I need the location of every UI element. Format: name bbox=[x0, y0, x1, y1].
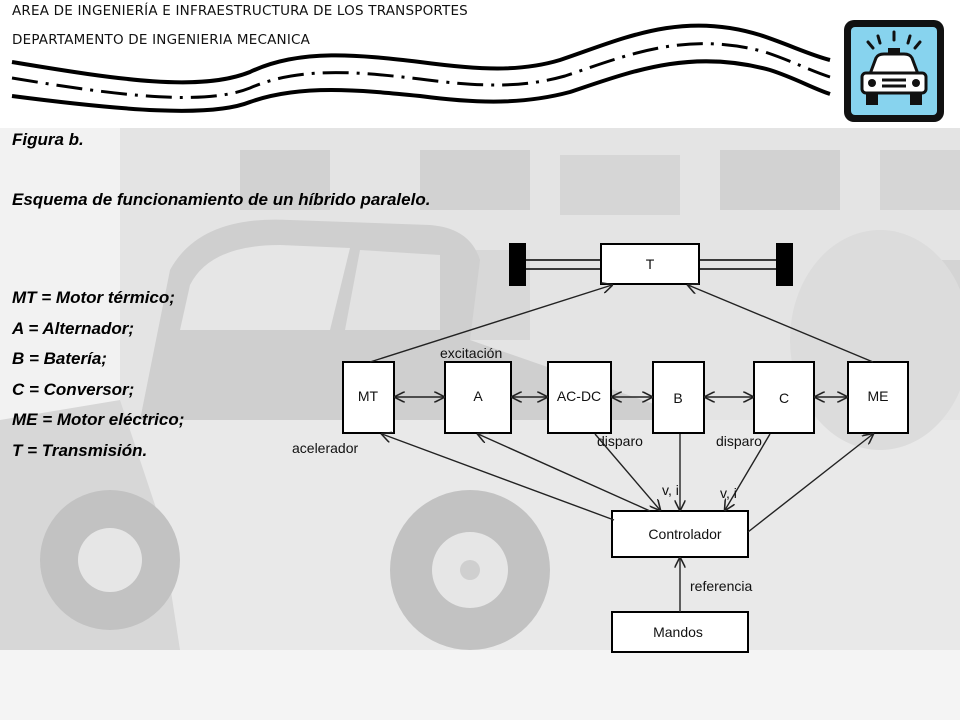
block-a bbox=[444, 361, 512, 434]
arrow-controller-mt bbox=[382, 434, 615, 521]
label-referencia: referencia bbox=[690, 578, 752, 594]
arrow-mt-transmission bbox=[369, 285, 612, 363]
road-center-dash bbox=[11, 42, 831, 99]
arrow-controller-a bbox=[478, 434, 651, 512]
car-icon bbox=[844, 20, 944, 122]
arrow-c-controller bbox=[725, 433, 771, 510]
legend-list: MT = Motor térmico; A = Alternador; B = … bbox=[12, 283, 184, 466]
label-vi-2: v, i bbox=[720, 485, 737, 501]
header-band bbox=[0, 0, 960, 128]
legend-item-mt: MT = Motor térmico; bbox=[12, 288, 175, 307]
block-controller bbox=[611, 510, 749, 558]
label-excitacion: excitación bbox=[440, 345, 502, 361]
legend-item-a: A = Alternador; bbox=[12, 318, 135, 338]
legend-item-me: ME = Motor eléctrico; bbox=[12, 410, 185, 429]
figure-label: Figura b. bbox=[12, 130, 84, 149]
legend-item-t: T = Transmisión. bbox=[12, 440, 148, 460]
arrow-controller-me bbox=[747, 434, 873, 533]
arrow-acdc-controller bbox=[594, 433, 660, 510]
label-disparo-c: disparo bbox=[716, 433, 762, 449]
label-c: C bbox=[779, 390, 789, 406]
label-mt: MT bbox=[358, 388, 379, 404]
block-mt bbox=[342, 361, 395, 434]
legend-item-c: C = Conversor; bbox=[12, 379, 135, 399]
road-edge-bottom bbox=[11, 59, 831, 113]
label-transmission: T bbox=[646, 256, 655, 272]
label-b: B bbox=[673, 390, 682, 406]
header-department-area: AREA DE INGENIERÍA E INFRAESTRUCTURA DE … bbox=[12, 3, 468, 19]
label-disparo-acdc: disparo bbox=[597, 433, 643, 449]
label-me: ME bbox=[868, 388, 889, 404]
label-a: A bbox=[473, 388, 483, 404]
header-department: DEPARTAMENTO DE INGENIERIA MECANICA bbox=[12, 32, 311, 48]
label-acelerador: acelerador bbox=[292, 440, 358, 456]
arrow-me-transmission bbox=[688, 285, 874, 363]
label-controller: Controlador bbox=[648, 526, 721, 542]
label-vi-1: v, i bbox=[662, 482, 679, 498]
figure-title: Esquema de funcionamiento de un híbrido … bbox=[12, 190, 431, 209]
block-me bbox=[847, 361, 909, 434]
label-acdc: AC-DC bbox=[557, 388, 601, 404]
legend-item-b: B = Batería; bbox=[12, 349, 107, 368]
road-edge-top bbox=[11, 23, 831, 85]
axle bbox=[509, 243, 793, 286]
label-mandos: Mandos bbox=[653, 624, 703, 640]
block-transmission bbox=[600, 243, 700, 285]
